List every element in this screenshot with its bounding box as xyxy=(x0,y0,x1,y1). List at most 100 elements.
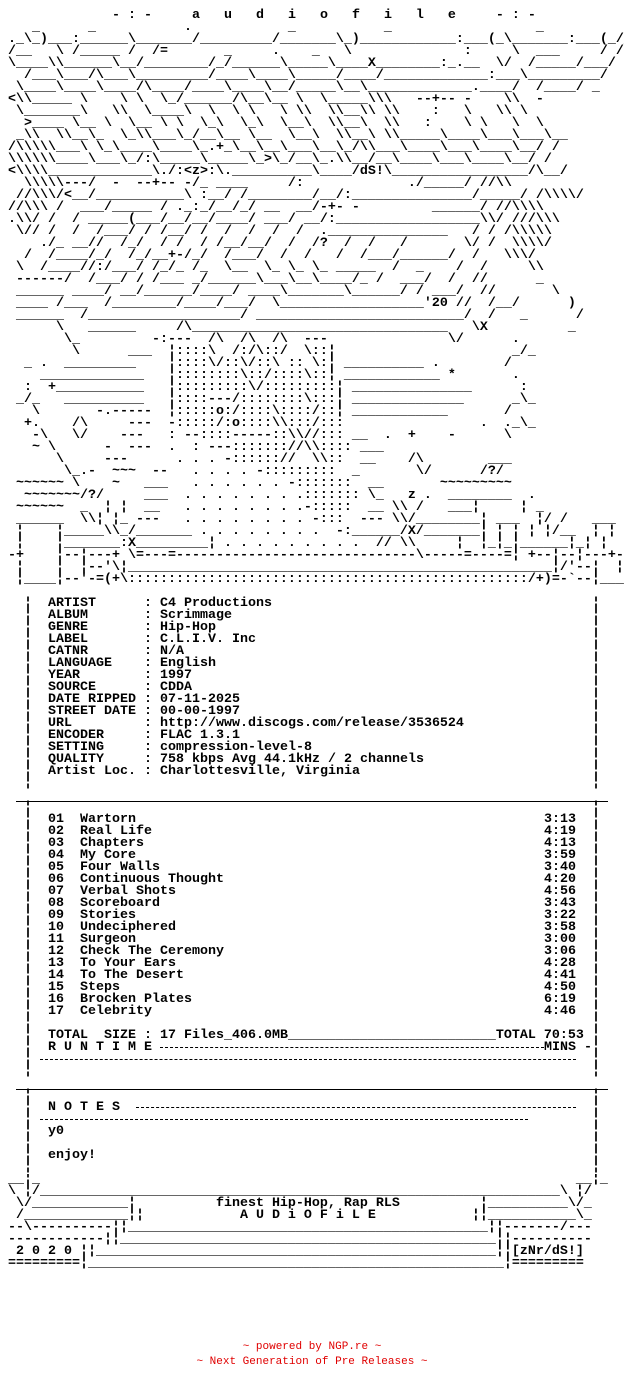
info-value: 1997 xyxy=(160,668,192,683)
info-value: http://www.discogs.com/release/3536524 xyxy=(160,716,464,731)
track-duration: 3:06 xyxy=(544,944,576,959)
blank-row xyxy=(0,1138,624,1150)
info-value: C4 Productions xyxy=(160,596,272,611)
track-title: Verbal Shots xyxy=(80,884,176,899)
info-separator: : xyxy=(144,764,152,779)
runtime-unit: MINS - xyxy=(544,1040,592,1055)
track-number: 04 xyxy=(48,848,64,863)
info-label: LABEL xyxy=(48,632,88,647)
info-separator: : xyxy=(144,608,152,623)
track-number: 06 xyxy=(48,872,64,887)
track-title: Real Life xyxy=(80,824,152,839)
track-title: Check The Ceremony xyxy=(80,944,224,959)
info-row: STREET DATE:00-00-1997 xyxy=(0,704,624,719)
section-divider xyxy=(0,1078,624,1090)
header-title-row: - : - a u d i o f i l e - : - xyxy=(0,8,624,23)
track-number: 09 xyxy=(48,908,64,923)
track-duration: 3:59 xyxy=(544,848,576,863)
track-title: My Core xyxy=(80,848,136,863)
notes-heading-row: N O T E S xyxy=(0,1100,624,1115)
track-title: Chapters xyxy=(80,836,144,851)
track-title: To Your Ears xyxy=(80,956,176,971)
track-duration: 4:20 xyxy=(544,872,576,887)
track-title: Wartorn xyxy=(80,812,136,827)
notes-line-row: y0 xyxy=(0,1125,624,1138)
track-number: 07 xyxy=(48,884,64,899)
info-label: DATE RIPPED xyxy=(48,692,136,707)
info-separator: : xyxy=(144,656,152,671)
info-separator: : xyxy=(144,596,152,611)
info-value: Scrimmage xyxy=(160,608,232,623)
info-value: English xyxy=(160,656,216,671)
blank-row xyxy=(0,778,624,790)
track-title: Scoreboard xyxy=(80,896,160,911)
info-separator: : xyxy=(144,632,152,647)
notes-heading: N O T E S xyxy=(48,1100,120,1115)
track-title: Surgeon xyxy=(80,932,136,947)
info-value: Charlottesville, Virginia xyxy=(160,764,360,779)
info-value: compression-level-8 xyxy=(160,740,312,755)
track-duration: 3:43 xyxy=(544,896,576,911)
info-row: GENRE:Hip-Hop xyxy=(0,620,624,635)
info-separator: : xyxy=(144,644,152,659)
dash-row xyxy=(0,1114,624,1126)
info-row: QUALITY:758 kbps Avg 44.1kHz / 2 channel… xyxy=(0,752,624,767)
info-row: ARTIST:C4 Productions xyxy=(0,596,624,611)
track-title: Continuous Thought xyxy=(80,872,224,887)
info-row: ALBUM:Scrimmage xyxy=(0,608,624,623)
info-label: LANGUAGE xyxy=(48,656,112,671)
track-number: 16 xyxy=(48,992,64,1007)
info-row: LANGUAGE: English xyxy=(0,656,624,671)
ngp-tagline: ~ Next Generation of Pre Releases ~ xyxy=(196,1356,428,1368)
track-number: 08 xyxy=(48,896,64,911)
info-value: Hip-Hop xyxy=(160,620,216,635)
blank-row xyxy=(0,1090,624,1102)
info-row: URL:http://www.discogs.com/release/35365… xyxy=(0,716,624,731)
nfo-document: - : - a u d i o f i l e - : - _ _ . _ _ … xyxy=(0,8,624,1270)
track-duration: 3:40 xyxy=(544,860,576,875)
track-title: To The Desert xyxy=(80,968,184,983)
info-label: Artist Loc. xyxy=(48,764,136,779)
track-number: 17 xyxy=(48,1004,64,1019)
info-separator: : xyxy=(144,704,152,719)
info-value: 07-11-2025 xyxy=(160,692,240,707)
info-separator: : xyxy=(144,692,152,707)
track-row: 08 Scoreboard 3:43 xyxy=(0,896,624,911)
track-duration: 4:50 xyxy=(544,980,576,995)
track-row: 06 Continuous Thought 4:20 xyxy=(0,872,624,887)
track-title: Brocken Plates xyxy=(80,992,192,1007)
track-duration: 4:41 xyxy=(544,968,576,983)
notes-line-row: enjoy! xyxy=(0,1148,624,1163)
track-row: 01 Wartorn 3:13 xyxy=(0,812,624,827)
notes-line: enjoy! xyxy=(48,1148,96,1163)
track-row: 12 Check The Ceremony 3:06 xyxy=(0,944,624,959)
track-number: 12 xyxy=(48,944,64,959)
track-number: 15 xyxy=(48,980,64,995)
track-number: 05 xyxy=(48,860,64,875)
track-duration: 3:13 xyxy=(544,812,576,827)
header-title: - : - a u d i o f i l e - : - xyxy=(112,8,536,23)
track-duration: 3:22 xyxy=(544,908,576,923)
blank-row xyxy=(0,1018,624,1030)
logo-ascii-art: _ _ . _ _ _ ._\_)___:______\_______/____… xyxy=(7,22,624,587)
info-label: GENRE xyxy=(48,620,88,635)
total-size-row: TOTAL SIZE : 17 Files_406.0MB___________… xyxy=(0,1029,624,1042)
track-duration: 3:00 xyxy=(544,932,576,947)
track-title: Undeciphered xyxy=(80,920,176,935)
release-info: ARTIST:C4 ProductionsALBUM:ScrimmageGENR… xyxy=(0,596,624,779)
info-value: 758 kbps Avg 44.1kHz / 2 channels xyxy=(160,752,424,767)
info-separator: : xyxy=(144,740,152,755)
info-label: SOURCE xyxy=(48,680,96,695)
info-row: SETTING:compression-level-8 xyxy=(0,740,624,755)
track-number: 01 xyxy=(48,812,64,827)
info-value: C.L.I.V. Inc xyxy=(160,632,256,647)
info-value: FLAC 1.3.1 xyxy=(160,728,240,743)
